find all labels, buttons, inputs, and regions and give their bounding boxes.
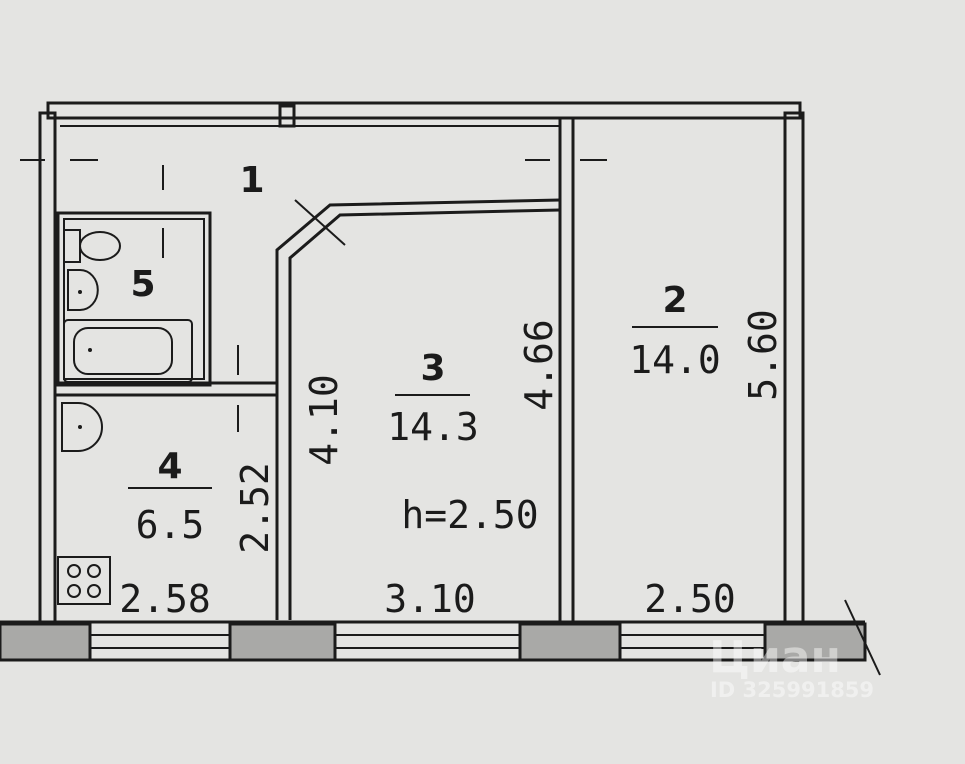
watermark-brand: Циан <box>709 632 841 683</box>
room-5-number: 5 <box>130 264 155 305</box>
watermark: Циан ID 325991859 <box>709 632 874 702</box>
ceiling-height: h=2.50 <box>401 493 538 537</box>
sink-icon <box>67 269 99 311</box>
toilet-icon <box>63 229 121 263</box>
room-4-length: 2.52 <box>233 462 277 554</box>
room-2-width: 2.50 <box>644 577 736 621</box>
room-3-area: 14.3 <box>387 405 479 449</box>
watermark-id: ID 325991859 <box>710 678 874 702</box>
bathtub-icon <box>63 319 193 383</box>
room-4-number: 4 <box>157 446 182 487</box>
stove-icon <box>57 556 111 605</box>
kitchen-sink-icon <box>61 402 103 452</box>
room-3-number: 3 <box>420 348 445 389</box>
exterior-wall-windows <box>0 599 881 676</box>
fixtures <box>57 229 193 605</box>
room-3-side: 4.10 <box>302 374 346 466</box>
room-2-length: 5.60 <box>741 309 785 401</box>
room-3-width: 3.10 <box>384 577 476 621</box>
room-3-length: 4.66 <box>517 319 561 411</box>
room-2-number: 2 <box>662 280 687 321</box>
room-2-area: 14.0 <box>629 338 721 382</box>
room-4-area: 6.5 <box>136 503 205 547</box>
room-4-width: 2.58 <box>119 577 211 621</box>
room-1-number: 1 <box>239 160 264 201</box>
